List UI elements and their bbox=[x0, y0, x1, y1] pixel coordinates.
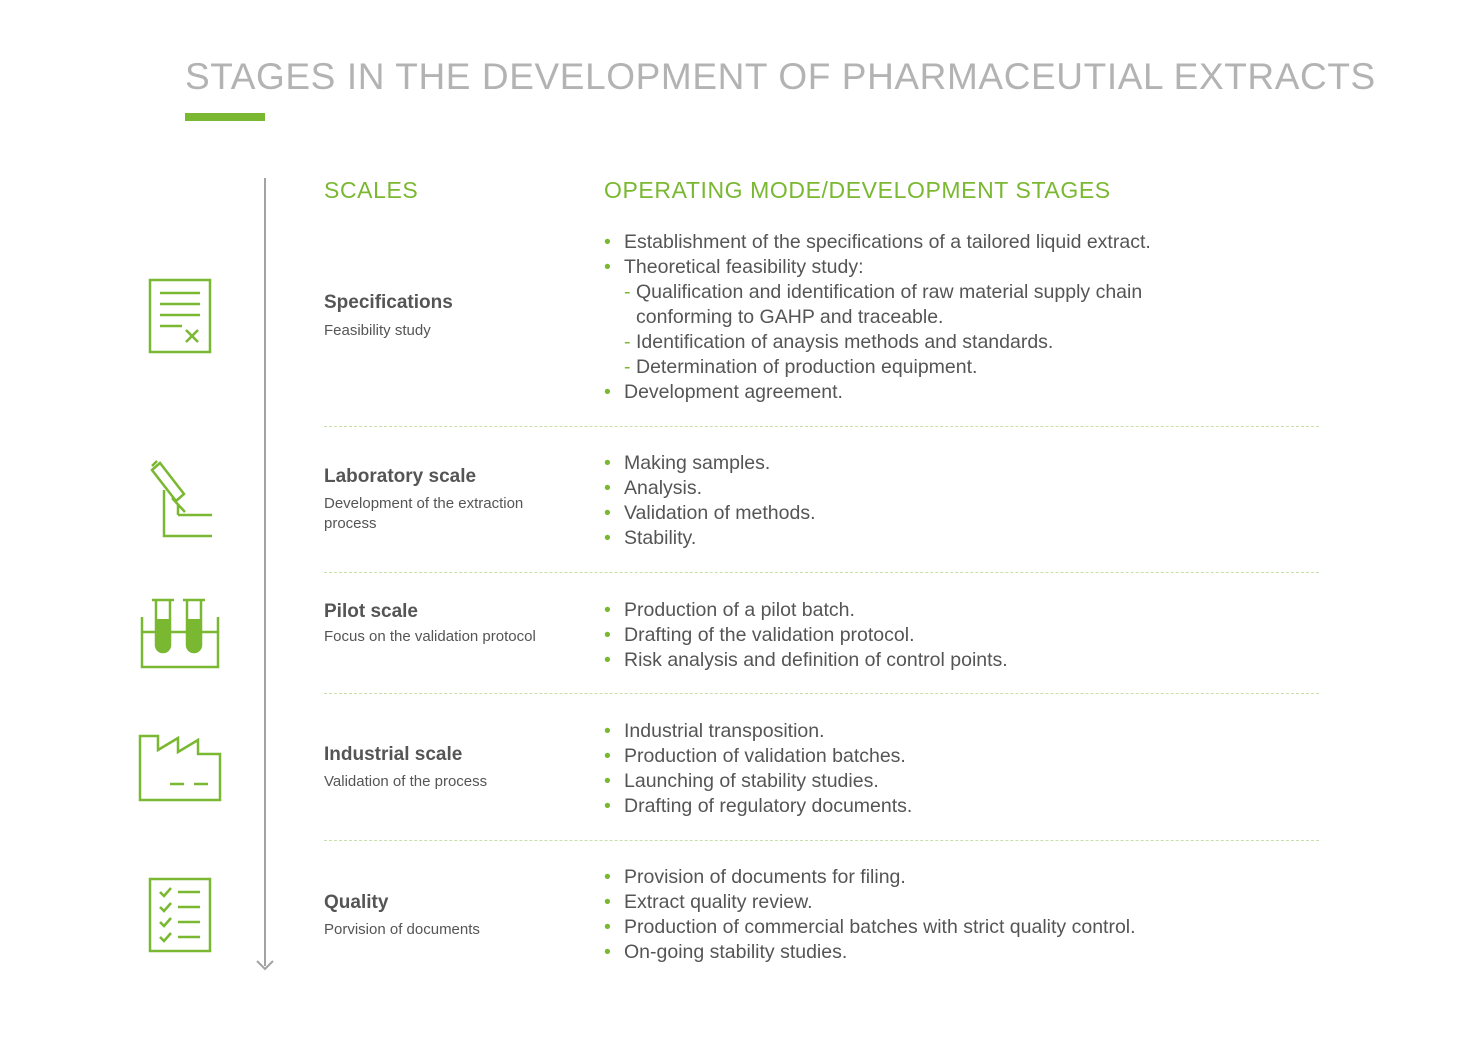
list-item: Risk analysis and definition of control … bbox=[603, 648, 1008, 673]
stage-items-list: Provision of documents for filing. Extra… bbox=[603, 865, 1136, 965]
arrow-down-icon bbox=[256, 960, 274, 971]
document-cross-icon bbox=[148, 278, 212, 354]
page-title: STAGES IN THE DEVELOPMENT OF PHARMACEUTI… bbox=[185, 56, 1376, 97]
title-underline bbox=[185, 113, 265, 121]
list-item: Production of validation batches. bbox=[603, 744, 912, 769]
list-item: Drafting of the validation protocol. bbox=[603, 623, 1008, 648]
list-item: Theoretical feasibility study: bbox=[603, 255, 1151, 280]
stage-items-list: Production of a pilot batch. Drafting of… bbox=[603, 598, 1008, 673]
list-subitem-continuation: conforming to GAHP and traceable. bbox=[636, 306, 944, 328]
factory-icon bbox=[138, 734, 222, 802]
stage-title: Industrial scale bbox=[324, 744, 463, 765]
stage-title: Quality bbox=[324, 892, 389, 913]
list-item: Production of commercial batches with st… bbox=[603, 915, 1136, 940]
stage-subtitle: Porvision of documents bbox=[324, 921, 480, 938]
stage-subtitle: Focus on the validation protocol bbox=[324, 628, 536, 645]
stage-items-list: Industrial transposition. Production of … bbox=[603, 719, 912, 819]
timeline-line bbox=[264, 178, 266, 966]
scales-column-header: SCALES bbox=[324, 177, 419, 203]
list-item: Analysis. bbox=[603, 476, 816, 501]
test-tubes-icon bbox=[140, 598, 220, 669]
row-divider bbox=[324, 693, 1319, 694]
stage-title: Laboratory scale bbox=[324, 466, 477, 487]
list-subitem: Determination of production equipment. bbox=[603, 355, 1151, 380]
list-item: Production of a pilot batch. bbox=[603, 598, 1008, 623]
row-divider bbox=[324, 572, 1319, 573]
stage-title: Pilot scale bbox=[324, 601, 418, 622]
list-item: On-going stability studies. bbox=[603, 940, 1136, 965]
list-item: Development agreement. bbox=[603, 380, 1151, 405]
row-divider bbox=[324, 840, 1319, 841]
stage-subtitle: Development of the extraction process bbox=[324, 495, 524, 532]
list-item: Drafting of regulatory documents. bbox=[603, 794, 912, 819]
list-item: Validation of methods. bbox=[603, 501, 816, 526]
list-item: Launching of stability studies. bbox=[603, 769, 912, 794]
list-item: Provision of documents for filing. bbox=[603, 865, 1136, 890]
list-subitem: Qualification and identification of raw … bbox=[603, 280, 1151, 305]
list-item: Stability. bbox=[603, 526, 816, 551]
list-item: Extract quality review. bbox=[603, 890, 1136, 915]
list-item: Making samples. bbox=[603, 451, 816, 476]
stage-items-list: Establishment of the specifications of a… bbox=[603, 230, 1151, 405]
microscope-icon bbox=[150, 460, 212, 538]
stage-subtitle: Feasibility study bbox=[324, 322, 431, 339]
list-subitem: Identification of anaysis methods and st… bbox=[603, 330, 1151, 355]
stage-items-list: Making samples. Analysis. Validation of … bbox=[603, 451, 816, 551]
list-item: Establishment of the specifications of a… bbox=[603, 230, 1151, 255]
checklist-icon bbox=[148, 877, 212, 953]
row-divider bbox=[324, 426, 1319, 427]
stage-subtitle: Validation of the process bbox=[324, 773, 488, 790]
operating-column-header: OPERATING MODE/DEVELOPMENT STAGES bbox=[604, 177, 1111, 203]
stage-title: Specifications bbox=[324, 292, 453, 313]
list-item: Industrial transposition. bbox=[603, 719, 912, 744]
